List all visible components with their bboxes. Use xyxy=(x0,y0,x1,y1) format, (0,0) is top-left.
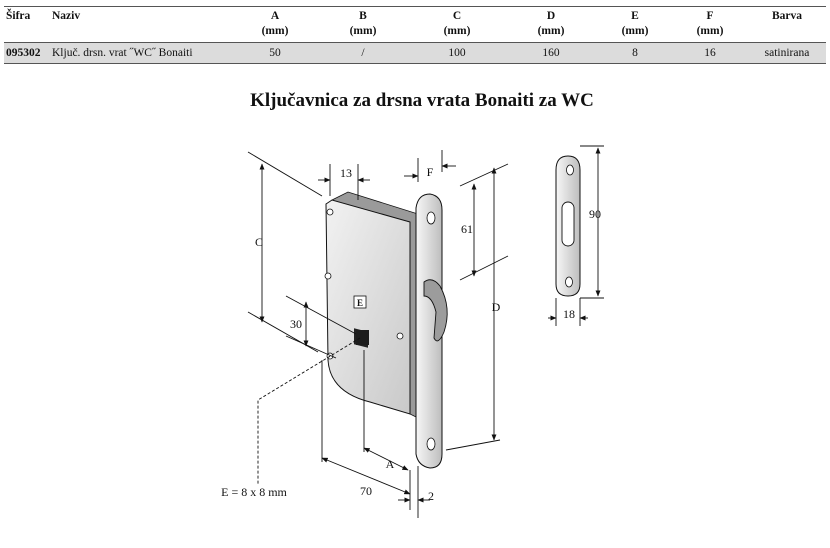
dim-label-70: 70 xyxy=(360,484,372,498)
dim-label-a: A xyxy=(386,457,395,471)
header-sifra: Šifra xyxy=(4,6,50,43)
cell-c: 100 xyxy=(410,42,504,64)
faceplate xyxy=(415,193,448,469)
strike-plate xyxy=(555,155,581,297)
dimension-lines xyxy=(247,145,604,518)
spec-table: Šifra Naziv A(mm) B(mm) C(mm) D(mm) E(mm… xyxy=(4,6,826,64)
header-naziv: Naziv xyxy=(50,6,234,43)
dim-label-d: D xyxy=(492,300,501,314)
page-title: Ključavnica za drsna vrata Bonaiti za WC xyxy=(250,90,594,111)
spec-table-header: Šifra Naziv A(mm) B(mm) C(mm) D(mm) E(mm… xyxy=(4,6,826,43)
dim-label-f: F xyxy=(427,165,434,179)
e-size-label: E = 8 x 8 mm xyxy=(221,485,287,499)
header-c: C(mm) xyxy=(410,6,504,43)
lock-body: E xyxy=(324,191,419,419)
cell-barva: satinirana xyxy=(748,42,826,64)
square-follower-hole xyxy=(356,330,369,345)
dim-label-61: 61 xyxy=(461,222,473,236)
cell-e: 8 xyxy=(598,42,672,64)
cell-a: 50 xyxy=(234,42,316,64)
header-e: E(mm) xyxy=(598,6,672,43)
hook-bolt xyxy=(423,279,448,342)
dim-label-30: 30 xyxy=(290,317,302,331)
header-barva: Barva xyxy=(748,6,826,43)
lock-mark-box xyxy=(353,295,367,309)
cell-sifra: 095302 xyxy=(4,42,50,64)
dim-label-90: 90 xyxy=(589,207,601,221)
header-a: A(mm) xyxy=(234,6,316,43)
lock-mark: E xyxy=(357,298,363,308)
header-f: F(mm) xyxy=(672,6,748,43)
dim-label-2: 2 xyxy=(428,489,434,503)
dim-label-c: C xyxy=(255,235,263,249)
header-d: D(mm) xyxy=(504,6,598,43)
cell-f: 16 xyxy=(672,42,748,64)
cell-d: 160 xyxy=(504,42,598,64)
dim-label-18: 18 xyxy=(563,307,575,321)
header-b: B(mm) xyxy=(316,6,410,43)
cell-b: / xyxy=(316,42,410,64)
cell-naziv: Ključ. drsn. vrat ˝WC˝ Bonaiti xyxy=(50,42,234,64)
table-row: 095302 Ključ. drsn. vrat ˝WC˝ Bonaiti 50… xyxy=(4,42,826,64)
dim-label-13: 13 xyxy=(340,166,352,180)
